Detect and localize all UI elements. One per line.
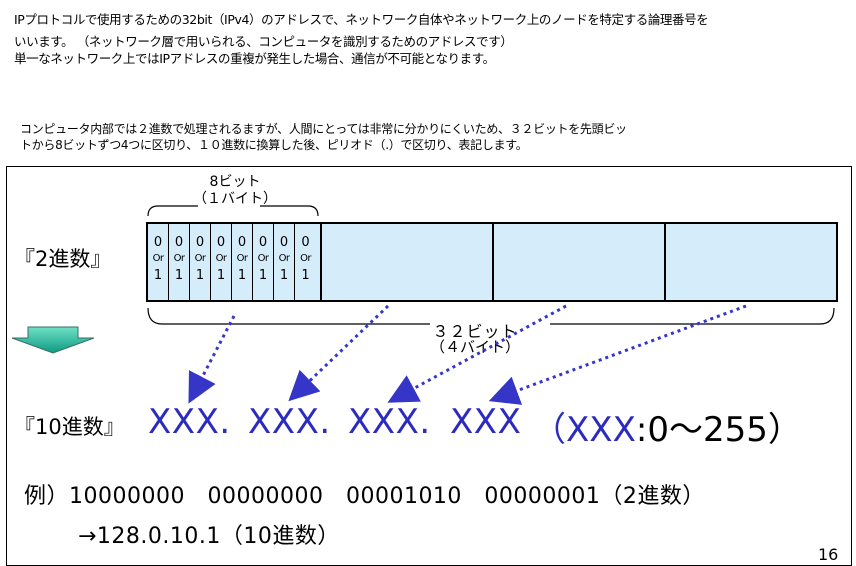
description-line-1: コンピュータ内部では２進数で処理されるますが、人間にとっては非常に分かりにくいた… [20, 122, 627, 136]
decimal-group-2: XXX. [248, 402, 331, 442]
byte-box-1 [146, 222, 322, 302]
byte-box-4 [664, 222, 838, 302]
description-line-2: トから8ビットずつ4つに区切り、１０進数に換算した後、ピリオド（.）で区切り、表… [20, 138, 528, 152]
decimal-group-4: XXX [450, 402, 522, 442]
byte-box-3 [492, 222, 666, 302]
decimal-label: 『10進数』 [14, 415, 125, 439]
decimal-group-3: XXX. [348, 402, 431, 442]
arrow-byte-4 [488, 304, 747, 405]
byte-label-line-1: 8ビット [209, 174, 261, 190]
intro-line-2: いいます。 （ネットワーク層で用いられる、コンピュータを識別するためのアドレスで… [14, 34, 513, 49]
decimal-group-1: XXX. [148, 402, 231, 442]
range-note: （XXX:0～255） [532, 410, 802, 450]
arrow-byte-1 [188, 315, 236, 404]
intro-line-1: IPプロトコルで使用するための32bit（IPv4）のアドレスで、ネットワーク自… [14, 12, 709, 27]
binary-label: 『2進数』 [14, 247, 112, 271]
intro-line-3: 単一なネットワーク上ではIPアドレスの重複が発生した場合、通信が不可能となります… [14, 51, 495, 66]
total-brace [147, 307, 835, 325]
example-binary: 例）10000000 00000000 00001010 00000001（2進… [24, 484, 705, 509]
down-arrow-icon [11, 326, 95, 354]
page-number: 16 [818, 545, 839, 564]
arrow-byte-2 [288, 304, 390, 402]
byte-label-line-2: （１バイト） [193, 191, 277, 207]
total-label-line-1: ３２ビット [432, 322, 518, 341]
example-decimal: →128.0.10.1（10進数） [78, 524, 340, 549]
byte-brace [147, 205, 319, 217]
